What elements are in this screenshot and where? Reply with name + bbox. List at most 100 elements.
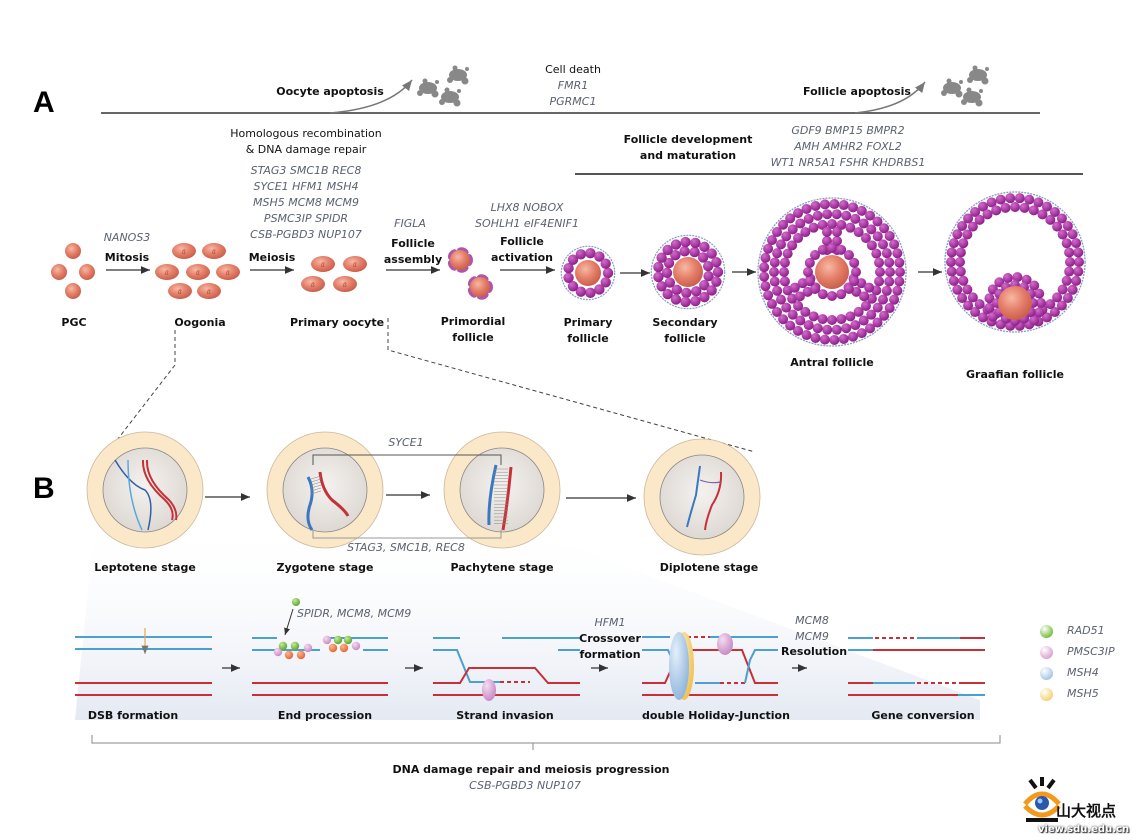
granulosa-cell (670, 294, 682, 305)
oogonium-cell (172, 243, 196, 259)
granulosa-cell (955, 257, 965, 267)
granulosa-cell (664, 277, 676, 288)
primary-oocyte-cell (301, 276, 325, 292)
granulosa-cell (884, 230, 895, 241)
granulosa-cell (872, 216, 883, 227)
granulosa-cell (763, 290, 774, 301)
chromatin-mark: ß (207, 290, 211, 296)
granulosa-cell (851, 267, 861, 277)
granulosa-cell (884, 303, 895, 314)
legend-item: MSH5 (1040, 686, 1140, 707)
granulosa-cell (849, 276, 860, 287)
chromatin-mark: ß (196, 271, 200, 277)
granulosa-cell (808, 222, 819, 233)
granulosa-cell (769, 276, 780, 287)
granulosa-cell (800, 227, 811, 238)
granulosa-cell (958, 275, 969, 286)
granulosa-cell (879, 223, 890, 234)
apoptotic-bleb (985, 67, 989, 71)
granulosa-cell (955, 266, 966, 277)
granulosa-cell (978, 312, 988, 323)
cumulus-cell (984, 302, 995, 313)
crossover-gene: HFM1 (594, 616, 626, 629)
meiotic-stage-label: Zygotene stage (276, 561, 374, 574)
granulosa-cell (778, 314, 789, 325)
granulosa-cell (970, 206, 981, 217)
rad51-protein (292, 598, 300, 606)
granulosa-cell (1073, 247, 1084, 258)
granulosa-cell (810, 201, 821, 212)
follicle-dev-gene-line: WT1 NR5A1 FSHR KHDRBS1 (770, 156, 926, 169)
stage-label: Antral follicle (790, 356, 874, 369)
apoptotic-bleb (981, 77, 989, 85)
granulosa-cell (875, 267, 885, 277)
granulosa-cell (859, 291, 870, 302)
synaptonemal-rung (310, 478, 322, 483)
apoptotic-bleb (967, 77, 973, 83)
granulosa-cell (970, 307, 981, 318)
granulosa-cell (810, 283, 821, 294)
granulosa-cell (1065, 257, 1075, 267)
granulosa-cell (817, 314, 828, 325)
chromosome-blue (114, 459, 152, 531)
chromosome-blue (127, 459, 143, 531)
hr-gene-line: MSH5 MCM8 MCM9 (252, 196, 360, 209)
granulosa-cell (697, 252, 709, 263)
end-procession-genes: SPIDR, MCM8, MCM9 (297, 607, 412, 620)
granulosa-cell (853, 227, 864, 238)
granulosa-cell (793, 208, 803, 219)
granulosa-cell (760, 252, 771, 263)
granulosa-cell (889, 239, 900, 250)
cumulus-cell (1002, 272, 1013, 283)
repair-step-label: Gene conversion (871, 709, 975, 722)
apoptotic-bleb (431, 90, 439, 98)
resolution-genes: MCM8 MCM9 (795, 614, 829, 643)
granulosa-cell (787, 224, 798, 235)
panel-a-arrows (106, 266, 942, 277)
chromatin-mark: ß (212, 250, 216, 256)
granulosa-cell (845, 311, 856, 322)
transition-gene: FIGLA (394, 217, 426, 230)
granulosa-cell (702, 260, 714, 272)
zygotene-nucleus (266, 431, 384, 549)
rad51-protein (290, 641, 300, 651)
granulosa-cell (663, 257, 675, 269)
granulosa-cell (866, 240, 877, 251)
rad51-protein (343, 635, 353, 645)
granulosa-cell (850, 320, 861, 331)
granulosa-cell (781, 302, 792, 313)
bottom-genes: CSB-PGBD3 NUP107 (469, 779, 581, 792)
granulosa-cell (841, 210, 852, 221)
follicle-dev-gene-line: AMH AMHR2 FOXL2 (794, 140, 902, 153)
granulosa-cell (858, 315, 869, 326)
apoptotic-bleb (417, 90, 423, 96)
cohesin-genes: STAG3, SMC1B, REC8 (347, 541, 465, 554)
apoptotic-bleb (435, 80, 439, 84)
granulosa-cell (822, 227, 832, 237)
granulosa-cell (1056, 213, 1067, 224)
granulosa-cell (706, 248, 717, 259)
granulosa-cell (779, 257, 790, 268)
granulosa-cell (771, 306, 782, 317)
granulosa-cell (711, 257, 722, 268)
oocyte-apoptosis-label: Oocyte apoptosis (276, 85, 384, 98)
transition-label: Meiosis (248, 251, 296, 264)
oocyte (450, 250, 470, 270)
cohesin-bracket (312, 530, 502, 539)
granulosa-cell (656, 281, 667, 292)
eye-logo-icon (1023, 777, 1061, 822)
granulosa-cell (1019, 202, 1030, 213)
apoptotic-bleb (461, 77, 469, 85)
granulosa-cell (1074, 257, 1084, 267)
granulosa-cell (978, 201, 988, 212)
granulosa-cell (810, 332, 821, 343)
oocyte (673, 257, 703, 287)
granulosa-cell (785, 320, 796, 331)
primary-oocyte-cell (333, 276, 357, 292)
transition-gene: LHX8 NOBOX SOHLH1 eIF4ENIF1 (475, 201, 579, 230)
granulosa-cell (895, 267, 905, 277)
granulosa-cell (967, 292, 978, 303)
granulosa-cell (793, 325, 803, 336)
granulosa-cell (856, 205, 867, 216)
granulosa-cell (957, 220, 968, 231)
